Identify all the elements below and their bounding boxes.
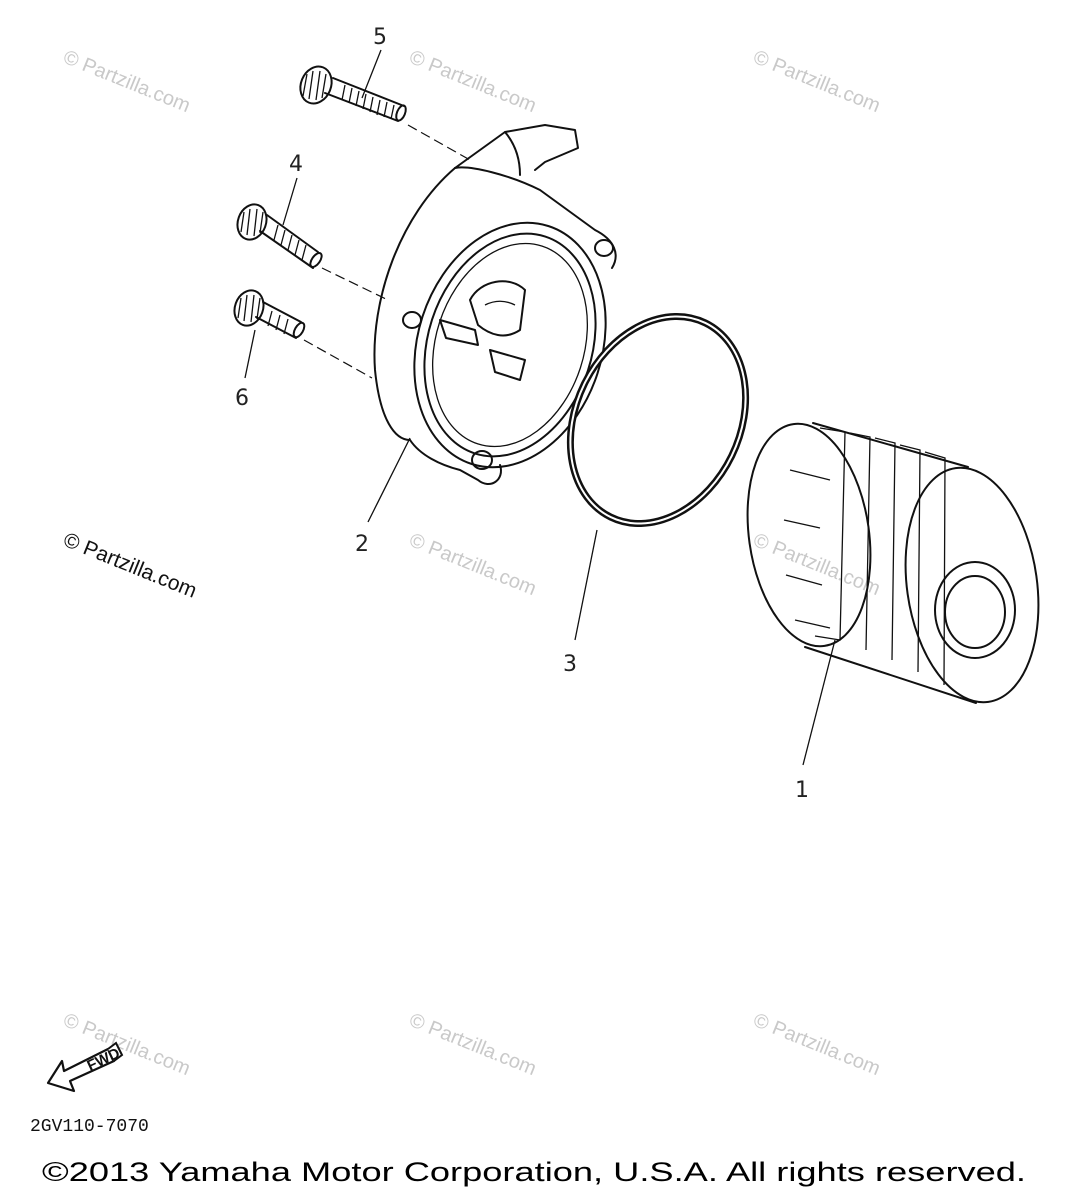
watermark: © Partzilla.com bbox=[750, 529, 883, 600]
watermark: © Partzilla.com bbox=[750, 46, 883, 117]
watermark: © Partzilla.com bbox=[406, 529, 539, 600]
leader-lines bbox=[244, 49, 836, 766]
callout-1: 1 bbox=[795, 778, 809, 803]
filter-cover bbox=[373, 124, 617, 485]
callout-2: 2 bbox=[355, 532, 369, 557]
diagram-code: 2GV110-7070 bbox=[30, 1117, 149, 1137]
callout-3: 3 bbox=[563, 652, 577, 677]
watermark: © Partzilla.com bbox=[750, 1009, 883, 1080]
bolt-5 bbox=[299, 65, 407, 122]
fwd-label: FWD bbox=[85, 1045, 123, 1075]
alignment-lines bbox=[303, 124, 471, 379]
copyright-notice: ©2013 Yamaha Motor Corporation, U.S.A. A… bbox=[42, 1157, 1026, 1187]
fwd-arrow-icon: FWD bbox=[46, 1041, 124, 1093]
filter-element bbox=[746, 422, 1040, 704]
watermark: © Partzilla.com bbox=[406, 1009, 539, 1080]
bolt-6 bbox=[233, 289, 306, 339]
callout-4: 4 bbox=[289, 152, 303, 177]
watermark: © Partzilla.com bbox=[60, 46, 193, 117]
callout-6: 6 bbox=[235, 386, 249, 411]
watermark: © Partzilla.com bbox=[406, 46, 539, 117]
o-ring bbox=[566, 312, 750, 528]
bolt-4 bbox=[236, 203, 323, 269]
watermark-featured: © Partzilla.com bbox=[60, 528, 200, 602]
watermark-group: © Partzilla.com © Partzilla.com © Partzi… bbox=[60, 46, 883, 1080]
callout-5: 5 bbox=[373, 25, 387, 50]
